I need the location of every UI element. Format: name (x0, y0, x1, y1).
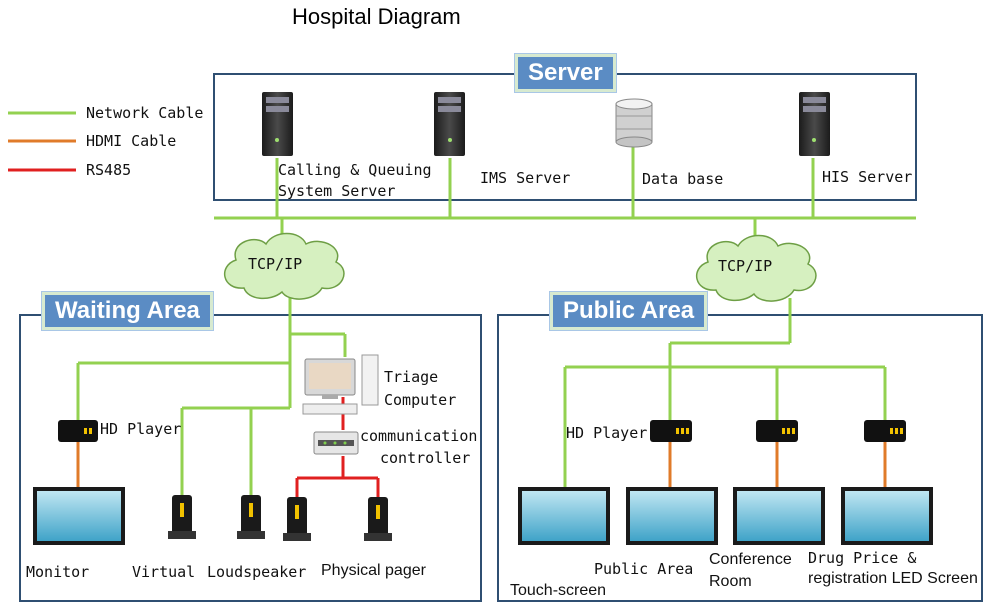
communication-controller-icon (313, 431, 359, 455)
hdmi-cables (76, 442, 887, 487)
hd-player-public-1-icon (650, 420, 692, 442)
database-label: Data base (642, 170, 724, 188)
cloud-right (695, 234, 817, 302)
legend-rs485-label: RS485 (86, 161, 132, 179)
cloud-left-label: TCP/IP (248, 255, 303, 273)
waiting-area-label: Waiting Area (42, 292, 213, 330)
triage-label-line2: Computer (384, 391, 457, 409)
public-area-label: Public Area (550, 292, 708, 330)
his-server-label: HIS Server (822, 168, 913, 186)
diagram-title: Hospital Diagram (292, 4, 461, 29)
virtual-pager-icon (168, 495, 196, 539)
calling-server-label-line1: Calling & Queuing (278, 161, 432, 179)
public-area-screen-label: Public Area (594, 560, 694, 578)
public-area-frame (497, 314, 983, 602)
triage-label-line1: Triage (384, 368, 439, 386)
hd-player-public-3-icon (864, 420, 906, 442)
public-hd-player-label: HD Player (566, 424, 648, 442)
legend (8, 111, 76, 172)
controller-label-line2: controller (380, 449, 471, 467)
waiting-hd-player-label: HD Player (100, 420, 182, 438)
legend-hdmi-label: HDMI Cable (86, 132, 177, 150)
cloud-left (223, 232, 345, 300)
drug-price-screen-icon (841, 487, 933, 545)
physical-pager-label: Physical pager (321, 562, 426, 579)
ims-server-icon (434, 92, 465, 156)
virtual-label: Virtual (132, 563, 196, 581)
physical-pager-1-icon (283, 497, 311, 541)
loudspeaker-label: Loudspeaker (207, 563, 307, 581)
touch-screen-icon (518, 487, 610, 545)
database-icon (615, 98, 653, 148)
his-server-icon (799, 92, 830, 156)
legend-network-label: Network Cable (86, 104, 204, 122)
drug-label-line1: Drug Price & (808, 549, 917, 567)
monitor-label: Monitor (26, 563, 90, 581)
hd-player-public-2-icon (756, 420, 798, 442)
hd-player-waiting-icon (58, 420, 98, 442)
conference-room-screen-icon (733, 487, 825, 545)
public-area-screen-icon (626, 487, 718, 545)
waiting-area-frame (19, 314, 482, 602)
conference-label-line1: Conference (709, 551, 792, 568)
cloud-right-label: TCP/IP (718, 257, 773, 275)
conference-label-line2: Room (709, 573, 752, 590)
loudspeaker-pager-icon (237, 495, 265, 539)
drug-label-line2: registration LED Screen (808, 570, 978, 587)
controller-label-line1: communication (360, 427, 478, 445)
touch-screen-label: Touch-screen (510, 582, 607, 599)
server-area-label: Server (515, 54, 616, 92)
calling-server-label-line2: System Server (278, 182, 396, 200)
physical-pager-2-icon (364, 497, 392, 541)
triage-computer-icon (302, 354, 379, 415)
calling-server-icon (262, 92, 293, 156)
monitor-screen-icon (33, 487, 125, 545)
ims-server-label: IMS Server (480, 169, 571, 187)
